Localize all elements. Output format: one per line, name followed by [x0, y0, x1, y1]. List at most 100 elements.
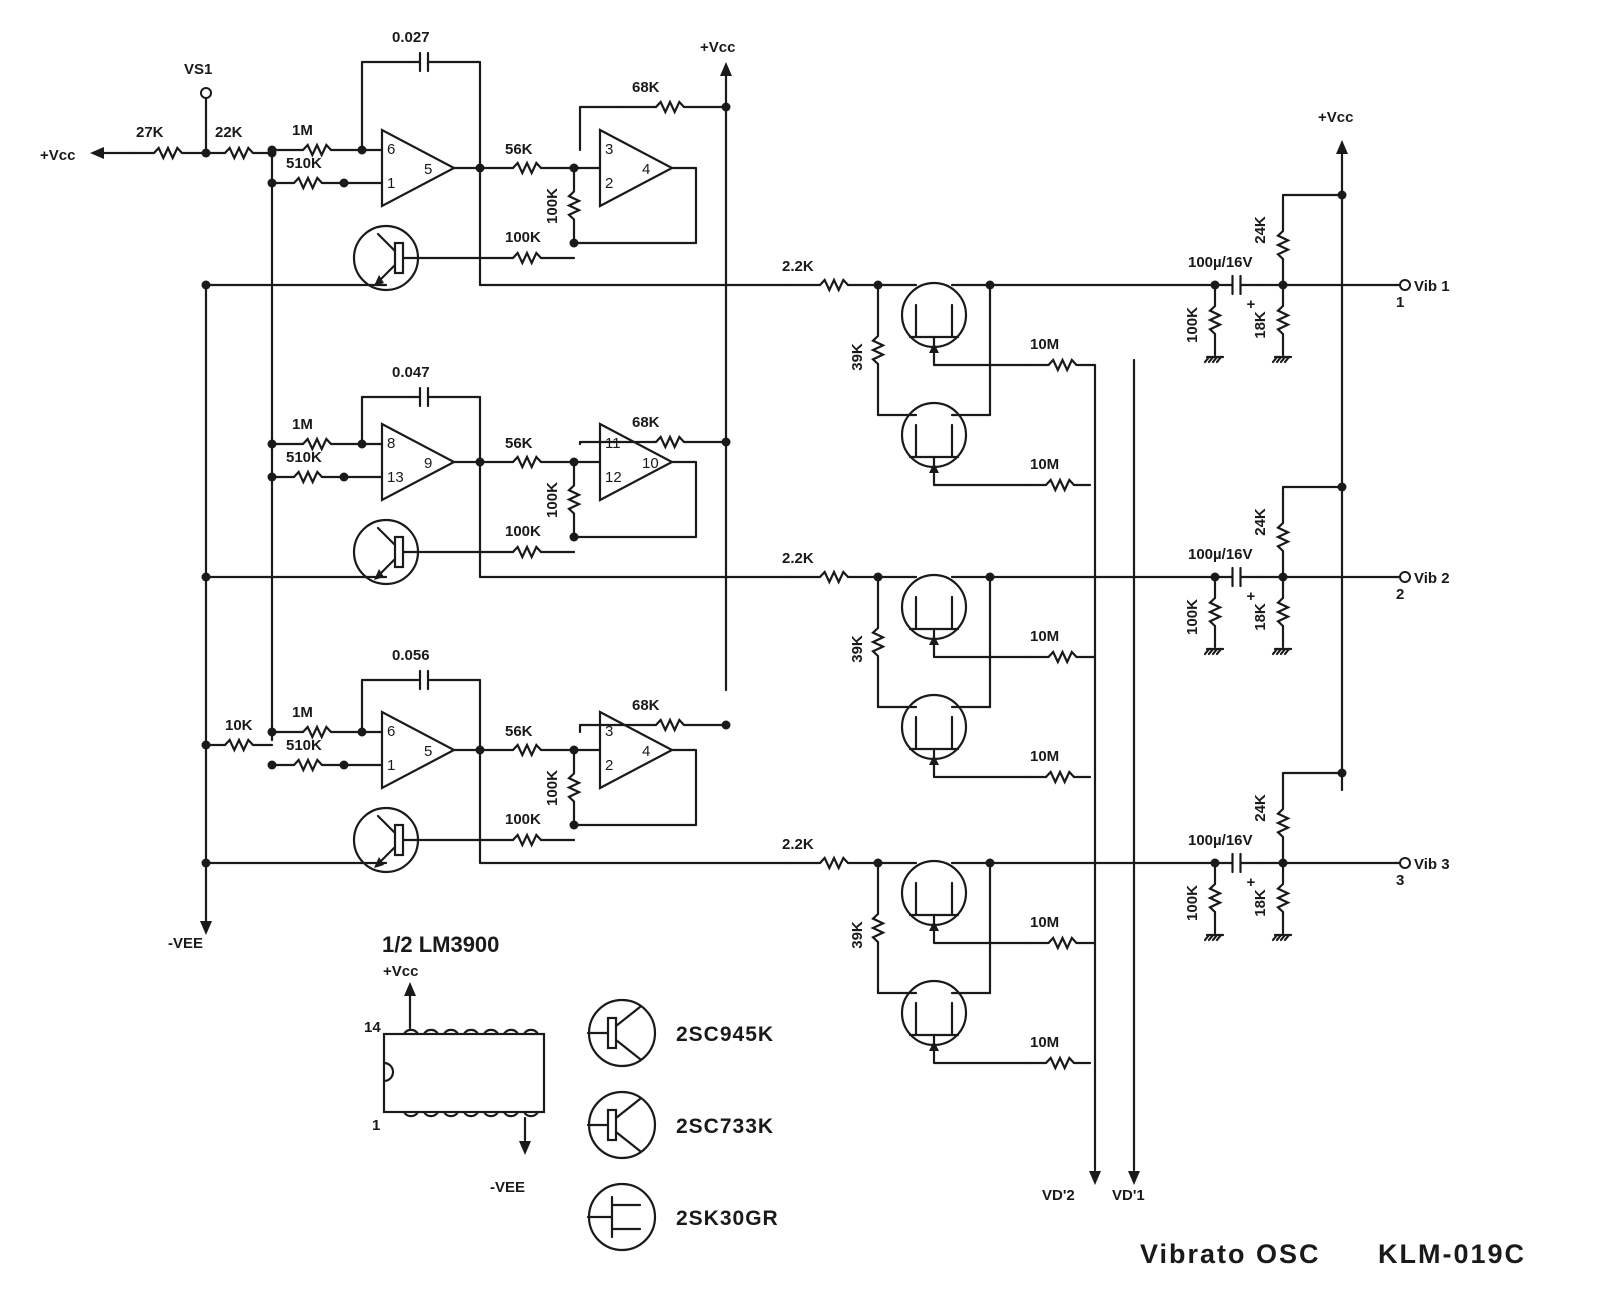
gate-arrow	[929, 755, 939, 765]
ground-hatch	[1215, 647, 1223, 656]
ground-hatch	[1275, 355, 1283, 364]
arrow-up-icon	[1336, 140, 1348, 154]
ic-vee-label: -VEE	[490, 1179, 525, 1196]
ground-hatch	[1207, 355, 1215, 364]
pin-number: 5	[424, 743, 432, 760]
resistor	[1275, 883, 1291, 913]
arrow-up-icon	[720, 62, 732, 76]
arrow-down-icon	[1128, 1171, 1140, 1185]
junction-dot	[201, 148, 211, 158]
pin-number: 1	[387, 175, 395, 192]
ground-hatch	[1211, 355, 1219, 364]
vib-output-label: Vib 1	[1414, 278, 1450, 295]
resistor-label: 24K	[1252, 794, 1269, 822]
resistor	[512, 160, 542, 176]
resistor-label: 39K	[849, 343, 866, 371]
resistor	[1275, 305, 1291, 335]
resistor	[1047, 935, 1078, 951]
resistor-label: 100K	[544, 770, 561, 806]
wire	[932, 473, 1032, 487]
junction-dot	[267, 760, 277, 770]
pin-number: 11	[605, 435, 621, 452]
capacitor-label: 0.047	[392, 364, 430, 381]
transistor-npn-icon	[352, 224, 420, 292]
resistor	[512, 250, 542, 266]
transistor-base	[606, 1016, 618, 1050]
resistor-label: 100K	[544, 482, 561, 518]
ground-hatch	[1211, 933, 1219, 942]
wire	[932, 1051, 1032, 1065]
resistor-label: 18K	[1252, 889, 1269, 917]
resistor	[870, 913, 886, 943]
vd2-label: VD'2	[1042, 1187, 1075, 1204]
transistor-base	[606, 1108, 618, 1142]
gate-arrow	[929, 921, 939, 931]
gate-arrow	[929, 635, 939, 645]
resistor	[512, 454, 542, 470]
resistor-label: 27K	[136, 124, 164, 141]
components	[90, 51, 1411, 1252]
resistor-label: 510K	[286, 449, 322, 466]
ic-pin	[423, 1028, 439, 1035]
vs1-label: VS1	[184, 61, 212, 78]
resistor	[1207, 883, 1223, 913]
pin-number: 12	[605, 469, 622, 486]
junction-dot	[721, 102, 731, 112]
resistor	[293, 469, 323, 485]
resistor	[512, 742, 542, 758]
junction-dot	[339, 760, 349, 770]
resistor	[655, 717, 685, 733]
ic-pin	[443, 1028, 459, 1035]
ground-hatch	[1271, 647, 1279, 656]
resistor	[1045, 769, 1075, 785]
resistor	[224, 737, 254, 753]
junction-dot	[267, 472, 277, 482]
ic-pin	[483, 1111, 499, 1118]
vcc-label: +Vcc	[700, 39, 735, 56]
resistor	[1045, 477, 1075, 493]
junction-dot	[569, 532, 579, 542]
junction-dot	[267, 178, 277, 188]
resistor-label: 10M	[1030, 336, 1059, 353]
ground-hatch	[1207, 933, 1215, 942]
pin-number: 10	[642, 455, 659, 472]
pin-number: 2	[605, 757, 613, 774]
resistor-label: 100K	[505, 229, 541, 246]
resistor-label: 22K	[215, 124, 243, 141]
polarity-mark: +	[1247, 296, 1256, 313]
junction-dot	[1337, 190, 1347, 200]
ground-hatch	[1203, 933, 1211, 942]
transistor-collector	[376, 526, 397, 547]
ic-pin	[463, 1028, 479, 1035]
pin-number: 6	[387, 723, 395, 740]
ground-hatch	[1203, 355, 1211, 364]
resistor	[512, 544, 542, 560]
vd1-label: VD'1	[1112, 1187, 1145, 1204]
resistor-label: 510K	[286, 155, 322, 172]
ic-pin	[483, 1028, 499, 1035]
vs1-terminal	[200, 87, 212, 99]
resistor-label: 1M	[292, 704, 313, 721]
junction-dot	[201, 280, 211, 290]
wire	[1281, 485, 1344, 499]
wire	[478, 460, 792, 579]
resistor-label: 10M	[1030, 914, 1059, 931]
pin-number: 1	[387, 757, 395, 774]
wire	[436, 60, 482, 170]
resistor-label: 10M	[1030, 456, 1059, 473]
vcc-label: +Vcc	[1318, 109, 1353, 126]
ic-pin	[503, 1028, 519, 1035]
resistor-label: 10K	[225, 717, 253, 734]
resistor-label: 68K	[632, 79, 660, 96]
transistor-collector	[376, 232, 397, 253]
resistor-label: 68K	[632, 414, 660, 431]
pin-number: 6	[387, 141, 395, 158]
resistor	[1047, 649, 1078, 665]
capacitor-label: 100µ/16V	[1188, 254, 1253, 271]
model-number: KLM-019C	[1378, 1239, 1526, 1269]
resistor	[1275, 597, 1291, 627]
ground-hatch	[1271, 355, 1279, 364]
vib-output-number: 1	[1396, 294, 1404, 311]
op-amp	[380, 710, 457, 790]
